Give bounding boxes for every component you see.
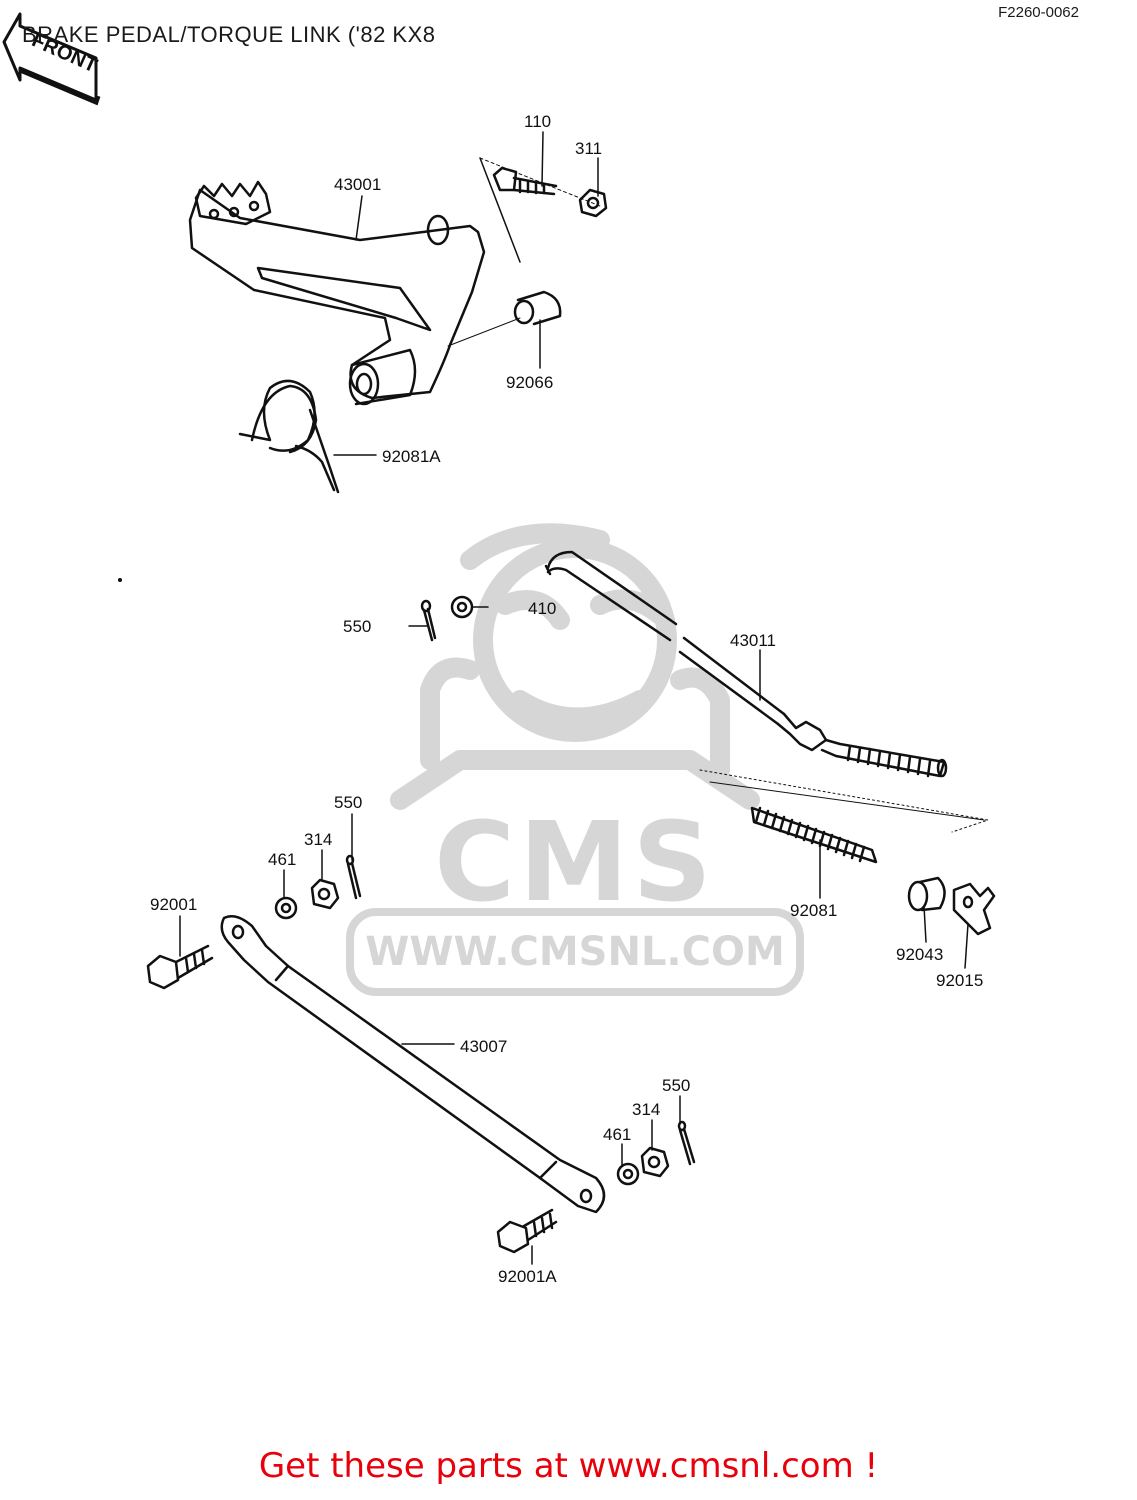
spring-92081a-part — [238, 379, 340, 494]
washer-410-part — [450, 595, 474, 619]
get-parts-link[interactable]: Get these parts at www.cmsnl.com ! — [258, 1446, 879, 1486]
callout-311: 311 — [575, 139, 602, 158]
brake-rod-43011-part — [544, 550, 948, 778]
cotter-pin-550-mid-part — [345, 854, 362, 900]
callout-314-low: 314 — [632, 1100, 660, 1119]
torque-link-43007-part — [220, 915, 606, 1214]
spring-92081-part — [750, 806, 878, 864]
callout-92066: 92066 — [506, 373, 553, 392]
callout-92081: 92081 — [790, 901, 837, 920]
bolt-92001a-part — [496, 1208, 558, 1254]
nut-314-low-part — [640, 1146, 670, 1178]
nut-314-mid-part — [310, 878, 340, 910]
brake-pedal-part — [188, 180, 486, 406]
callout-461-low: 461 — [603, 1125, 631, 1144]
diagram-title: BRAKE PEDAL/TORQUE LINK ('82 KX8 — [22, 22, 436, 47]
bolt-110-part — [492, 166, 558, 196]
watermark-brand: CMS — [434, 798, 715, 926]
callout-92081a: 92081A — [382, 447, 441, 466]
callout-110: 110 — [524, 112, 551, 131]
nut-311-part — [578, 188, 608, 218]
callout-92015: 92015 — [936, 971, 983, 990]
cotter-pin-550-top-part — [420, 599, 437, 642]
callout-92001a: 92001A — [498, 1267, 557, 1286]
washer-461-mid-part — [274, 896, 298, 920]
callout-461-mid: 461 — [268, 850, 296, 869]
callout-550-low: 550 — [662, 1076, 690, 1095]
watermark-url: WWW.CMSNL.COM — [365, 929, 785, 975]
washer-461-low-part — [616, 1162, 640, 1186]
callout-43011: 43011 — [730, 631, 776, 650]
callout-550-top: 550 — [343, 617, 371, 636]
callout-43001: 43001 — [334, 175, 381, 194]
callout-92043: 92043 — [896, 945, 943, 964]
callout-43007: 43007 — [460, 1037, 507, 1056]
callout-314-mid: 314 — [304, 830, 332, 849]
bolt-92001-part — [146, 944, 214, 990]
front-arrow-icon: FRONT — [2, 12, 101, 106]
callout-410: 410 — [528, 599, 556, 618]
diagram-code: F2260-0062 — [998, 4, 1079, 21]
adjuster-92015-part — [952, 882, 996, 936]
cms-watermark: CMS WWW.CMSNL.COM — [346, 523, 804, 996]
nut-92043-part — [907, 876, 946, 912]
cotter-pin-550-low-part — [677, 1120, 696, 1166]
collar-92066-part — [447, 290, 562, 347]
callout-92001: 92001 — [150, 895, 197, 914]
callout-550-mid: 550 — [334, 793, 362, 812]
